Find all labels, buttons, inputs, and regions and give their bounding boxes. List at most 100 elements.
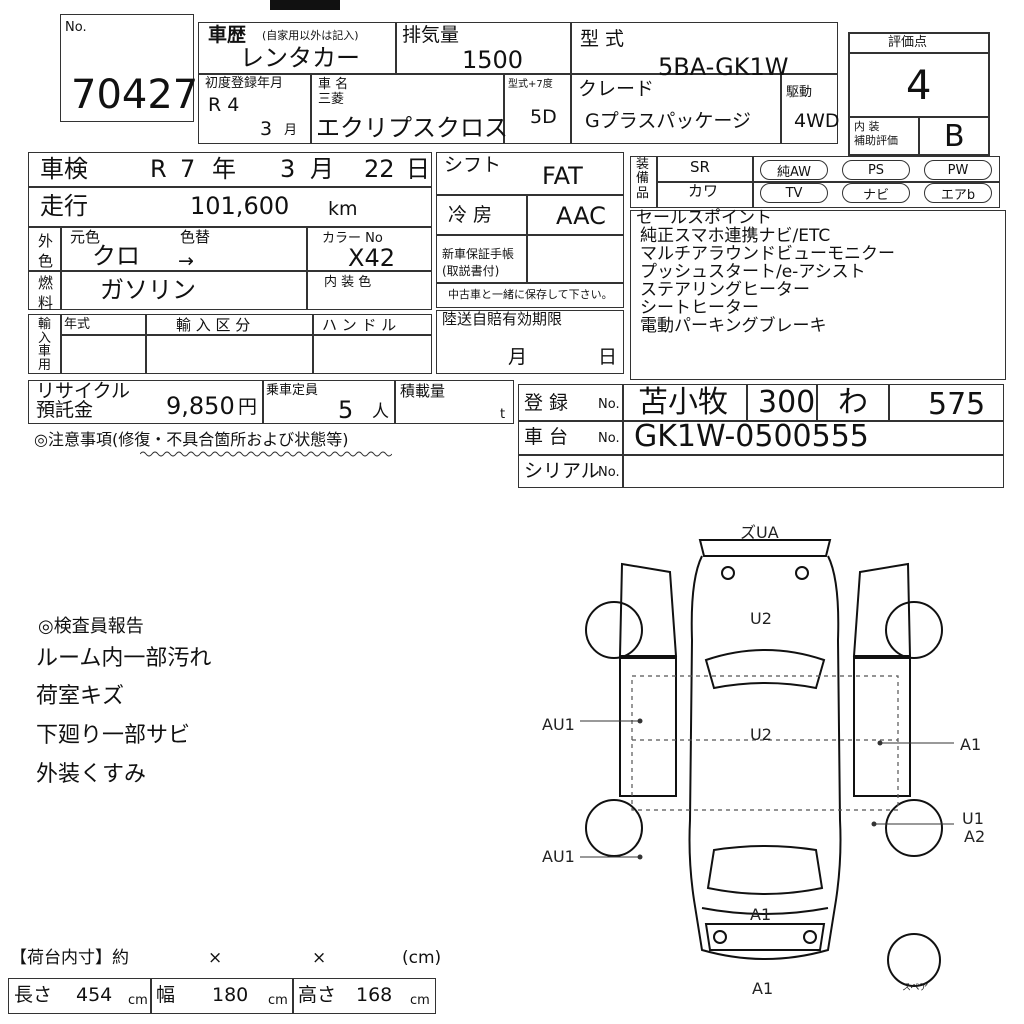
inspection-label: 車検 (40, 155, 88, 183)
interior-score-value: B (944, 119, 965, 154)
capacity-value: 5 (338, 396, 354, 424)
model-type-value: 5BA-GK1W (658, 53, 789, 81)
registration-kana: わ (838, 385, 868, 420)
logo-mark (270, 0, 340, 10)
transport-day-unit: 日 (598, 346, 618, 368)
recycle-box (28, 380, 514, 424)
color-change-value: → (178, 250, 194, 272)
aircon-label: 冷 房 (448, 204, 493, 226)
notes-wavy-underline (140, 451, 392, 457)
diagram-mark-a1-bumper: A1 (752, 979, 773, 998)
serial-label: シリアル (524, 460, 600, 482)
car-maker: 三菱 (318, 92, 345, 107)
serial-no-label: No. (598, 465, 620, 480)
cargo-title: 【荷台内寸】約 (10, 948, 129, 968)
transport-label: 陸送自賠有効期限 (442, 310, 563, 328)
aircon-value: AAC (556, 202, 606, 230)
recycle-value: 9,850 (166, 392, 235, 420)
cargo-width-label: 幅 (156, 984, 176, 1006)
inspection-month-unit: 月 (310, 155, 334, 183)
sales-point-6: 電動パーキングブレーキ (640, 316, 827, 336)
shift-value: FAT (542, 162, 583, 190)
registration-area: 苫小牧 (638, 385, 728, 420)
cargo-width-unit: cm (268, 993, 288, 1008)
sales-points-label: セールスポイント (636, 208, 772, 228)
vehicle-damage-diagram: ズUA U2 U2 AU1 A1 U1 A2 AU1 A1 A1 スペア (542, 523, 985, 998)
diagram-spare-label: スペア (902, 983, 928, 993)
import-label: 輸入車用 (38, 317, 52, 373)
cargo-height-label: 高さ (298, 984, 337, 1006)
color-change-label: 色替 (180, 228, 211, 246)
orig-color-label: 元色 (70, 228, 101, 246)
model-type-label: 型 式 (580, 28, 625, 50)
inspector-item-1: ルーム内一部汚れ (36, 646, 212, 671)
grade-value: Gプラスパッケージ (585, 110, 751, 132)
sunroof-label: SR (690, 158, 710, 176)
lot-number: 70427 (71, 72, 199, 118)
doors-label: 型式+7度 (508, 79, 553, 90)
diagram-mark-u2-roof: U2 (750, 725, 772, 744)
fuel-label: 燃料 (38, 274, 54, 312)
sales-point-5: シートヒーター (640, 298, 759, 318)
first-reg-label: 初度登録年月 (205, 76, 284, 91)
inspector-report-label: ◎検査員報告 (38, 616, 144, 637)
sales-point-3: プッシュスタート/e-アシスト (640, 262, 866, 282)
airbag-pill: エアb (924, 183, 992, 203)
diagram-top-label: ズUA (740, 523, 779, 542)
drive-label: 駆動 (786, 85, 813, 100)
car-name-value: エクリプスクロス (316, 114, 508, 142)
registration-label: 登 録 (524, 392, 569, 414)
first-reg-month: 3 (260, 118, 273, 140)
registration-box (518, 384, 1004, 488)
notes-label: ◎注意事項(修復・不具合箇所および状態等) (34, 430, 349, 449)
cargo-unit: (cm) (402, 948, 442, 968)
capacity-unit: 人 (372, 402, 389, 422)
history-label: 車歴 (208, 24, 247, 46)
sales-point-1: 純正スマホ連携ナビ/ETC (640, 226, 831, 246)
sales-point-2: マルチアラウンドビューモニクー (640, 244, 895, 264)
chassis-no-label: No. (598, 431, 620, 446)
inspector-item-4: 外装くすみ (36, 762, 147, 787)
interior-score-label: 内 装 補助評価 (854, 120, 898, 148)
history-value: レンタカー (240, 44, 360, 72)
cargo-width-value: 180 (212, 984, 249, 1006)
diagram-mark-a1-right: A1 (960, 735, 981, 754)
import-handle-label: ハ ン ド ル (322, 316, 397, 334)
sales-point-4: ステアリングヒーター (640, 280, 810, 300)
leather-label: カワ (688, 182, 719, 200)
registration-no-label: No. (598, 397, 620, 412)
recycle-unit: 円 (238, 396, 258, 418)
color-code-label: カラー No (322, 231, 383, 246)
score-value: 4 (906, 63, 932, 109)
diagram-mark-u2-rear: U2 (750, 609, 772, 628)
shift-label: シフト (444, 154, 502, 176)
sales-points-box (630, 210, 1006, 380)
import-year-label: 年式 (64, 317, 91, 332)
cargo-height-value: 168 (356, 984, 393, 1006)
lot-number-box: No. 70427 (60, 14, 198, 122)
history-note: (自家用以外は記入) (262, 29, 359, 42)
diagram-mark-u1-right: U1 (962, 809, 984, 828)
registration-number: 575 (928, 387, 986, 422)
exterior-color-label: 外色 (38, 232, 54, 270)
diagram-mark-au1-left-front: AU1 (542, 847, 575, 866)
import-box (28, 314, 432, 374)
transport-box (436, 310, 624, 374)
inspection-box (28, 152, 432, 310)
equipment-label: 装備品 (636, 157, 650, 201)
cargo-dimensions-box (8, 978, 436, 1014)
doors-value: 5D (530, 106, 557, 128)
mileage-value: 101,600 (190, 192, 290, 220)
inspection-year: 7 (180, 155, 196, 183)
manual-note: 中古車と一緒に保存して下さい。 (448, 288, 613, 301)
first-reg-month-unit: 月 (284, 123, 298, 138)
inspection-month: 3 (280, 155, 296, 183)
mileage-unit: km (328, 198, 358, 220)
inspector-item-3: 下廻り一部サビ (36, 723, 191, 748)
inspector-item-2: 荷室キズ (36, 684, 125, 709)
diagram-mark-a2-right: A2 (964, 827, 985, 846)
cargo-length-label: 長さ (14, 984, 53, 1006)
car-name-label: 車 名 (318, 77, 349, 92)
cargo-height-unit: cm (410, 993, 430, 1008)
cargo-length-value: 454 (76, 984, 113, 1006)
